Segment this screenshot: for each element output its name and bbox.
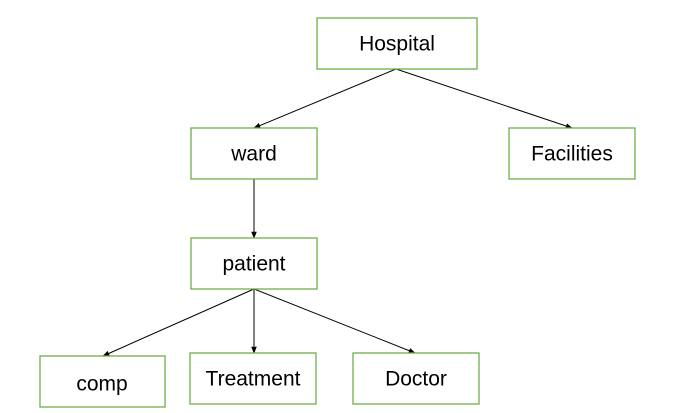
node-ward-box — [190, 127, 318, 180]
node-treatment-label: Treatment — [206, 368, 301, 391]
node-facilities: Facilities — [508, 127, 636, 180]
edge-patient-comp — [102, 288, 255, 357]
node-patient-label: patient — [222, 253, 285, 276]
edges — [102, 68, 573, 357]
node-hospital: Hospital — [316, 17, 478, 70]
node-doctor-box — [352, 352, 480, 405]
node-facilities-box — [508, 127, 636, 180]
node-patient-box — [190, 237, 318, 290]
node-facilities-label: Facilities — [531, 143, 613, 166]
node-comp-box — [39, 355, 166, 408]
node-doctor-label: Doctor — [385, 368, 447, 391]
node-ward-label: ward — [230, 143, 277, 166]
node-treatment-box — [189, 352, 317, 405]
edge-hospital-ward — [253, 68, 397, 129]
node-treatment: Treatment — [189, 352, 317, 405]
node-hospital-box — [316, 17, 478, 70]
node-comp-label: comp — [76, 373, 127, 396]
node-patient: patient — [190, 237, 318, 290]
node-hospital-label: Hospital — [359, 33, 435, 56]
node-doctor: Doctor — [352, 352, 480, 405]
node-comp: comp — [39, 355, 166, 408]
node-ward: ward — [190, 127, 318, 180]
edge-patient-doctor — [253, 288, 416, 354]
edge-hospital-facilities — [395, 68, 573, 129]
